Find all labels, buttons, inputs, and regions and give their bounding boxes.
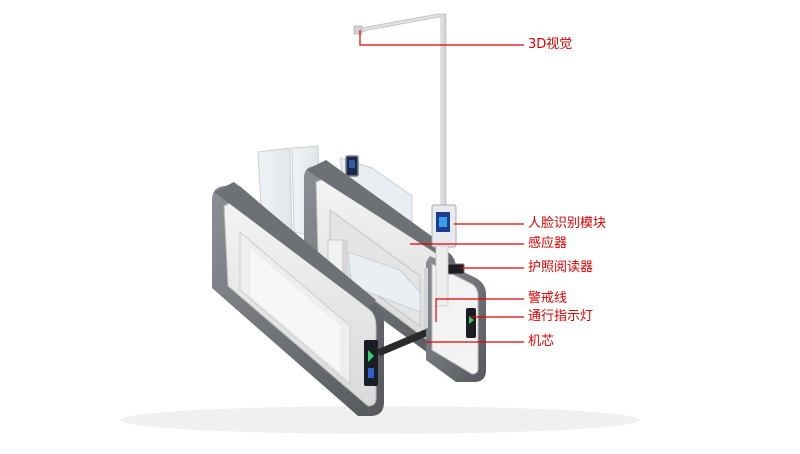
right-cabinet-front-edge (426, 256, 486, 382)
rear-screen (345, 155, 359, 177)
left-cabinet (212, 182, 384, 416)
label-warning-line: 警戒线 (528, 291, 568, 306)
callout-lines (359, 30, 524, 343)
label-passport-reader: 护照阅读器 (528, 260, 594, 275)
callout-line-vision-3d (359, 30, 524, 46)
floor-shadow (120, 406, 640, 434)
warning-line-marker (424, 268, 428, 328)
label-core: 机芯 (528, 334, 555, 349)
callout-line-warning-line (435, 298, 524, 322)
label-vision-3d: 3D视觉 (528, 37, 573, 52)
label-pass-indicator: 通行指示灯 (528, 309, 594, 324)
label-face-recognition-module: 人脸识别模块 (528, 216, 607, 231)
left-indicator-panel (364, 340, 378, 386)
label-sensor: 感应器 (528, 236, 568, 251)
face-recognition-module (431, 204, 457, 307)
